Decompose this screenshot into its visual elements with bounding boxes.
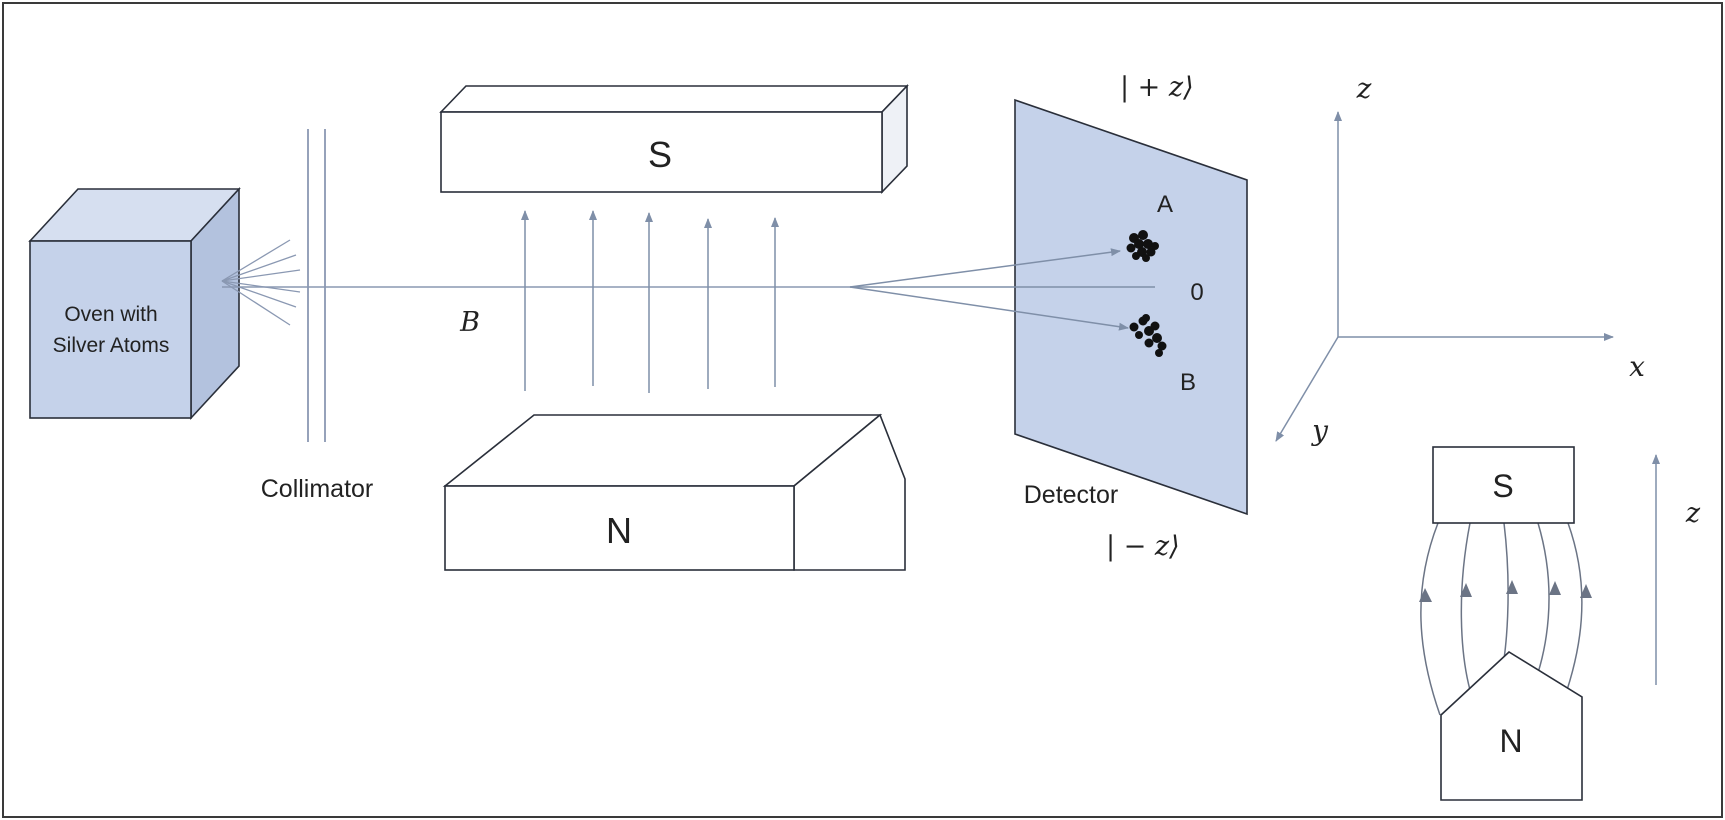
inset-field-arrowheads [1419,580,1592,602]
magnet-s-top-face [439,85,909,113]
detector-label: Detector [1024,481,1118,509]
magnet-north-pole: N [442,413,906,571]
spot-b-label: B [1180,369,1196,396]
field-arrows [521,210,779,393]
inset-magnet-n [1440,650,1583,801]
oven-label-line2: Silver Atoms [53,334,170,357]
magnet-s-front-face [440,111,883,193]
spot-a-cluster [1126,230,1159,262]
collimator [307,129,326,442]
split-beams [849,248,1155,331]
spot-a-label: A [1157,191,1173,218]
magnet-s-label: S [648,134,672,175]
field-label-b: B [459,307,480,338]
oven-front-face [29,240,192,419]
inset-s-label: S [1492,468,1513,504]
beam-up [849,248,1121,288]
beam-down [849,286,1129,331]
center-zero-label: 0 [1190,279,1203,306]
inset-z-label: z [1685,498,1701,529]
ket-minus-z: | − z⟩ [1106,531,1180,562]
spot-b-cluster [1129,314,1167,357]
inset-magnet-s [1432,446,1575,524]
magnet-south-pole: S [439,84,909,194]
coordinate-axes [1275,111,1614,442]
detector-screen [1014,98,1248,516]
magnet-n-label: N [606,510,632,551]
magnet-n-front-face [444,485,795,571]
inset-field-diagram: S N z [1419,446,1701,801]
ket-plus-z: | + z⟩ [1120,72,1194,103]
oven: Oven with Silver Atoms [28,186,241,421]
x-axis-label: x [1629,350,1645,383]
z-axis-label: z [1356,72,1372,105]
collimator-label: Collimator [261,475,374,503]
oven-label-line1: Oven with [64,303,157,326]
y-axis-label: y [1310,414,1329,447]
inset-n-label: N [1499,723,1522,759]
y-axis [1275,336,1339,442]
